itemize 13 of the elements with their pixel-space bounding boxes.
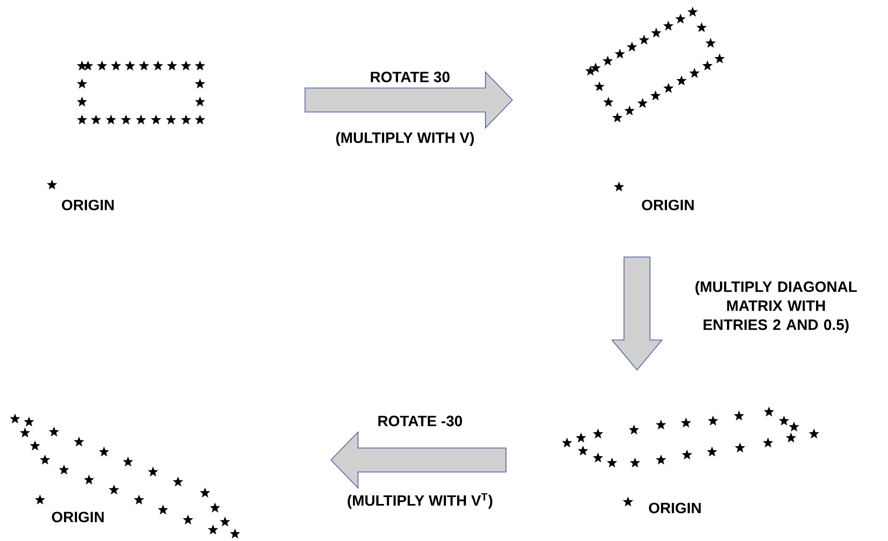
star-pattern-drawing <box>46 60 206 190</box>
block-arrow <box>330 431 506 489</box>
text-label: (MULTIPLY WITH V) <box>336 132 474 146</box>
star-pattern-drawing <box>10 414 240 538</box>
star-pattern-drawing <box>585 6 725 192</box>
text-label: ORIGIN <box>648 502 701 514</box>
block-arrow <box>611 256 663 371</box>
edge-label: ROTATE -30 <box>378 416 462 426</box>
text-label: (MULTIPLY WITH V$^{T}$) <box>348 493 492 509</box>
edge-label: ROTATE 30 <box>370 72 450 82</box>
block-arrow <box>304 71 513 129</box>
text-label: ORIGIN <box>52 512 104 522</box>
edge-label: (MULTIPLY DIAGONAL MATRIX WITH ENTRIES 2 AND 0.5) <box>696 281 857 333</box>
